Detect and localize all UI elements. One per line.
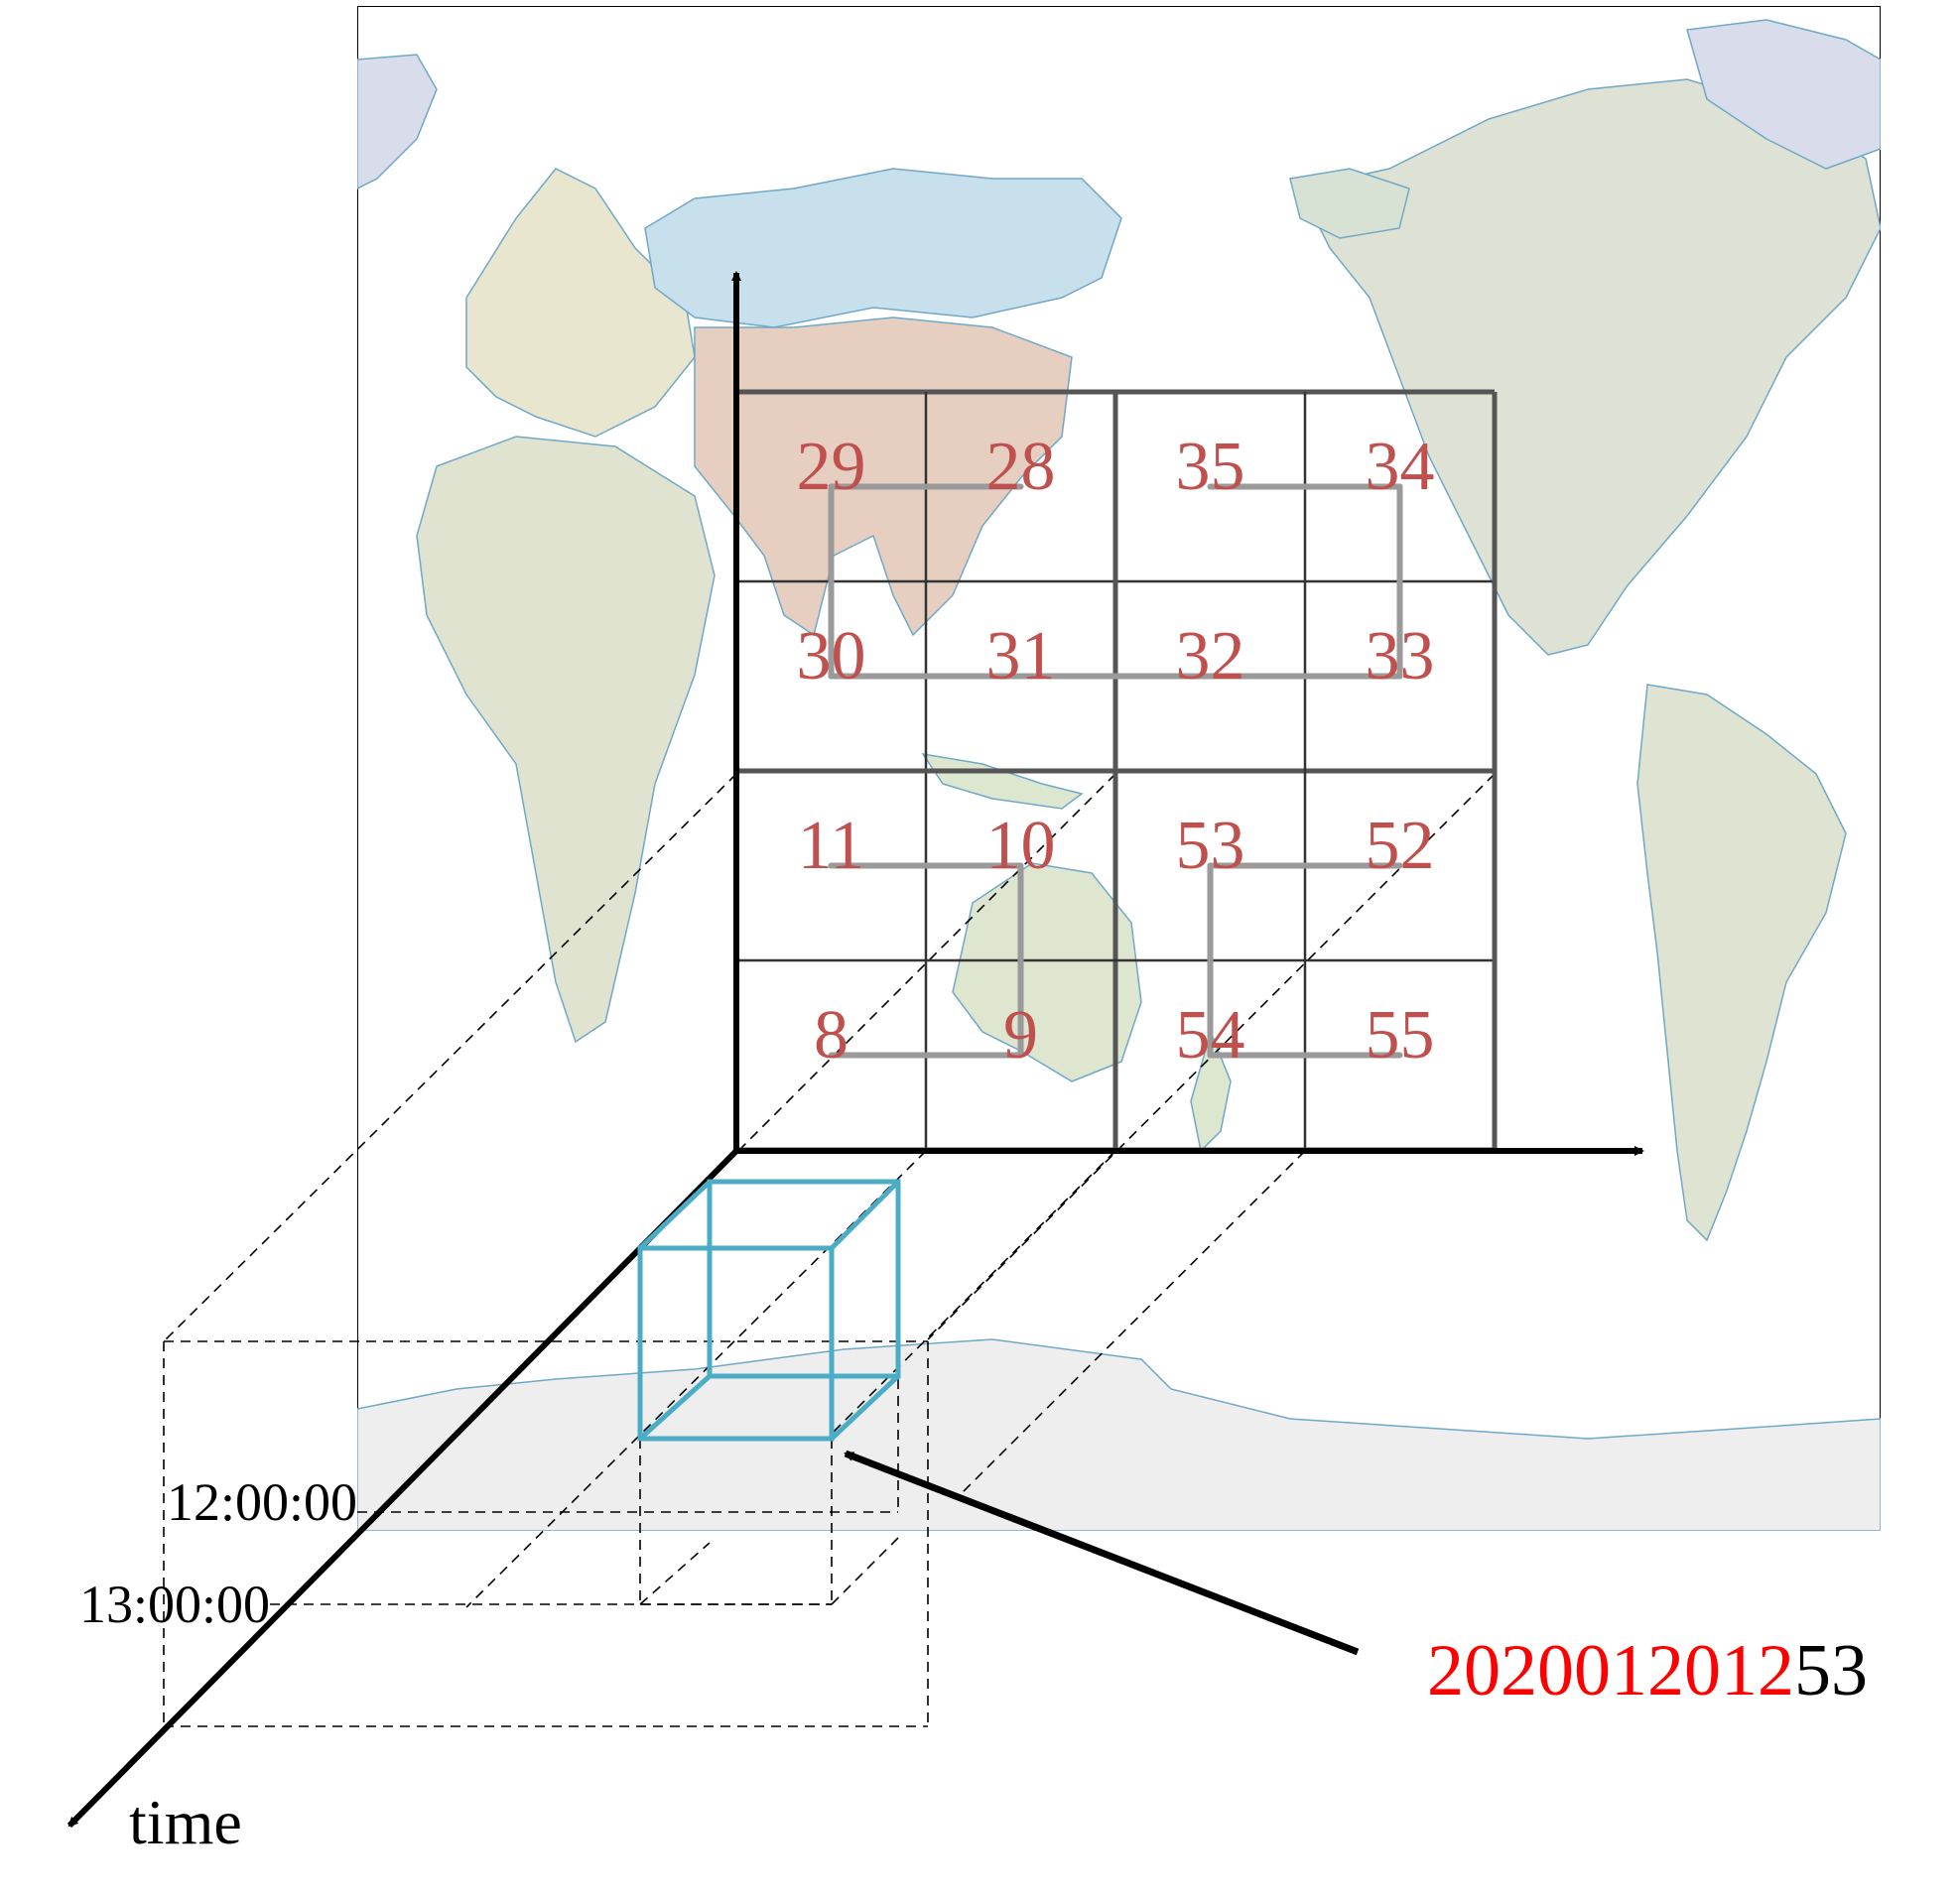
australia-shape xyxy=(952,862,1142,1082)
code-time-prefix: 2020012012 xyxy=(1427,1630,1794,1711)
greenland-shape xyxy=(357,54,438,190)
cube-edge xyxy=(638,1180,712,1250)
cell-code-28: 28 xyxy=(986,429,1056,505)
cell-code-52: 52 xyxy=(1366,808,1435,884)
russia-shape xyxy=(644,168,1122,328)
dashed-guide xyxy=(927,773,1496,1340)
time-axis-label: time xyxy=(129,1787,242,1857)
cell-code-54: 54 xyxy=(1176,997,1245,1074)
cell-code-10: 10 xyxy=(986,808,1056,884)
cell-code-31: 31 xyxy=(986,618,1056,695)
asia-shape xyxy=(694,316,1073,637)
cell-code-11: 11 xyxy=(798,808,864,884)
africa-shape xyxy=(416,436,716,1044)
cell-code-9: 9 xyxy=(1003,997,1038,1074)
cell-code-32: 32 xyxy=(1176,618,1245,695)
cell-code-8: 8 xyxy=(814,997,849,1074)
south-america-shape xyxy=(1636,684,1847,1242)
dashed-guide xyxy=(639,1542,711,1605)
cell-code-29: 29 xyxy=(797,429,866,505)
pointer-arrow xyxy=(844,1450,1360,1656)
time-tick-12: 12:00:00 xyxy=(167,1472,357,1532)
arctic-shape xyxy=(1686,19,1881,170)
cube-edge xyxy=(830,1374,900,1441)
cell-code-labels: 29 28 35 34 30 31 32 33 11 10 53 52 8 9 54 55 xyxy=(797,429,1435,1074)
time-cube xyxy=(637,1179,901,1442)
cube-edge xyxy=(830,1180,900,1250)
cube-back-face xyxy=(707,1179,901,1379)
time-axis xyxy=(66,1148,739,1829)
alaska-shape xyxy=(1289,168,1410,239)
antarctica-shape xyxy=(357,1338,1881,1531)
north-america-shape xyxy=(1298,78,1881,656)
cube-edge xyxy=(638,1374,712,1441)
spatiotemporal-code: 202001201253 xyxy=(1427,1630,1868,1711)
time-tick-13: 13:00:00 xyxy=(79,1575,270,1634)
dashed-guide xyxy=(960,1150,1306,1495)
cell-code-30: 30 xyxy=(797,618,866,695)
code-grid-suffix: 53 xyxy=(1794,1630,1868,1711)
cell-code-34: 34 xyxy=(1366,429,1435,505)
new-zealand-shape xyxy=(1190,1029,1232,1153)
cell-code-53: 53 xyxy=(1176,808,1245,884)
space-filling-curve xyxy=(828,483,1403,1059)
cell-code-55: 55 xyxy=(1366,997,1435,1074)
dashed-guide xyxy=(831,1537,899,1605)
cell-code-35: 35 xyxy=(1176,429,1245,505)
spatial-axes xyxy=(66,271,1644,1829)
dashed-guide xyxy=(684,773,1116,1205)
indonesia-shape xyxy=(921,752,1084,810)
cube-front-face xyxy=(637,1245,835,1442)
cell-code-33: 33 xyxy=(1366,618,1435,695)
